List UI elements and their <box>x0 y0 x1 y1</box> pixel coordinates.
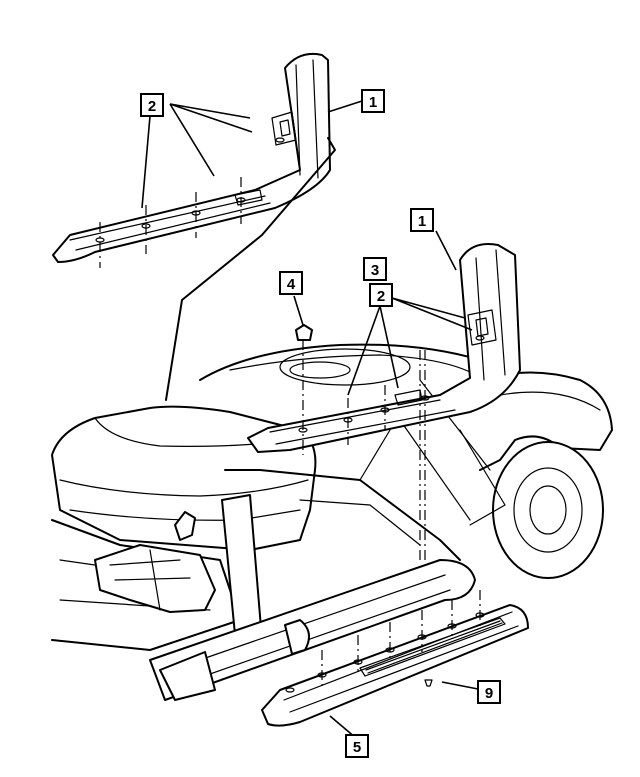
callout-1-lower: 1 <box>410 208 434 232</box>
leader-lines <box>141 100 479 739</box>
callout-3-label: 3 <box>371 262 379 279</box>
upper-seat-back-panel <box>52 52 336 401</box>
callout-2-upper-label: 2 <box>148 98 156 115</box>
installed-seat-back-panel <box>247 243 521 560</box>
callout-4: 4 <box>279 271 303 295</box>
callout-5-label: 5 <box>353 739 361 756</box>
callout-9-label: 9 <box>485 685 493 702</box>
callout-4-label: 4 <box>287 276 296 293</box>
callout-3: 3 <box>363 257 387 281</box>
callout-1-upper-label: 1 <box>369 94 377 111</box>
callout-1-lower-label: 1 <box>418 213 426 230</box>
callout-1-upper: 1 <box>361 89 385 113</box>
callout-2-lower: 2 <box>369 283 393 307</box>
rocker-molding-assembly <box>149 559 529 727</box>
vehicle-body-structure <box>51 343 613 651</box>
callout-9: 9 <box>477 680 501 704</box>
callout-2-upper: 2 <box>140 93 164 117</box>
callout-2-lower-label: 2 <box>377 288 385 305</box>
callout-5: 5 <box>345 734 369 758</box>
